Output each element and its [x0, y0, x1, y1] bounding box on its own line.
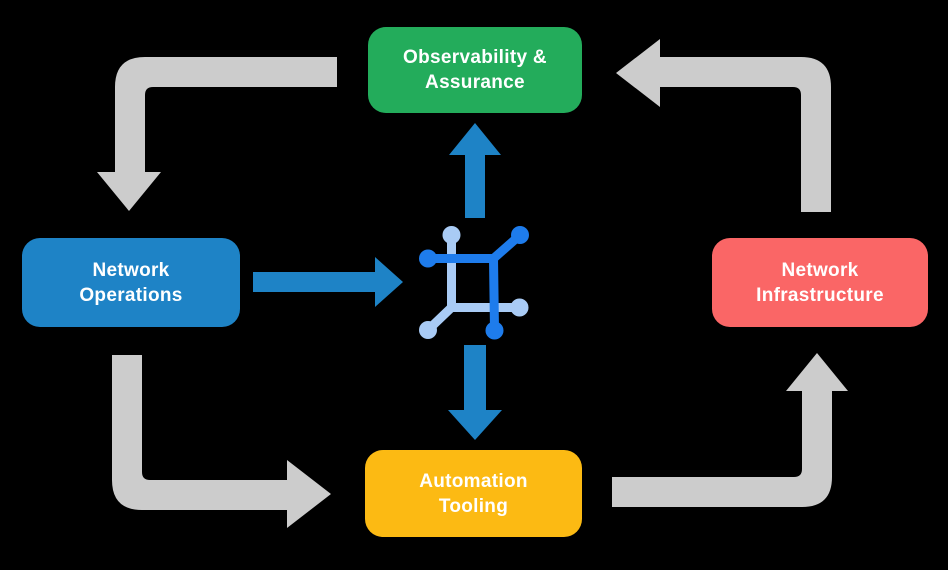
- node-network-infrastructure-label: Network Infrastructure: [756, 259, 884, 306]
- network-node-icon-light-dots: [419, 226, 529, 339]
- node-observability-assurance-label: Observability & Assurance: [403, 47, 547, 93]
- node-network-operations-label: Network Operations: [79, 259, 183, 306]
- arrow-operations-to-automation: [112, 355, 331, 528]
- node-observability-assurance: Observability & Assurance: [368, 27, 582, 113]
- node-automation-tooling: Automation Tooling: [365, 450, 582, 537]
- node-network-operations: Network Operations: [22, 238, 240, 327]
- arrow-operations-to-center: [253, 257, 403, 307]
- arrow-center-to-observability: [449, 123, 501, 218]
- network-node-icon-dark-dots: [419, 226, 529, 340]
- node-automation-tooling-label: Automation Tooling: [419, 470, 528, 517]
- arrow-center-to-automation: [448, 345, 502, 440]
- arrow-automation-to-infrastructure: [612, 353, 848, 507]
- arrow-observability-to-operations: [97, 57, 337, 211]
- network-node-icon: [419, 226, 529, 340]
- arrow-infrastructure-to-observability: [616, 39, 831, 212]
- node-network-infrastructure: Network Infrastructure: [712, 238, 928, 327]
